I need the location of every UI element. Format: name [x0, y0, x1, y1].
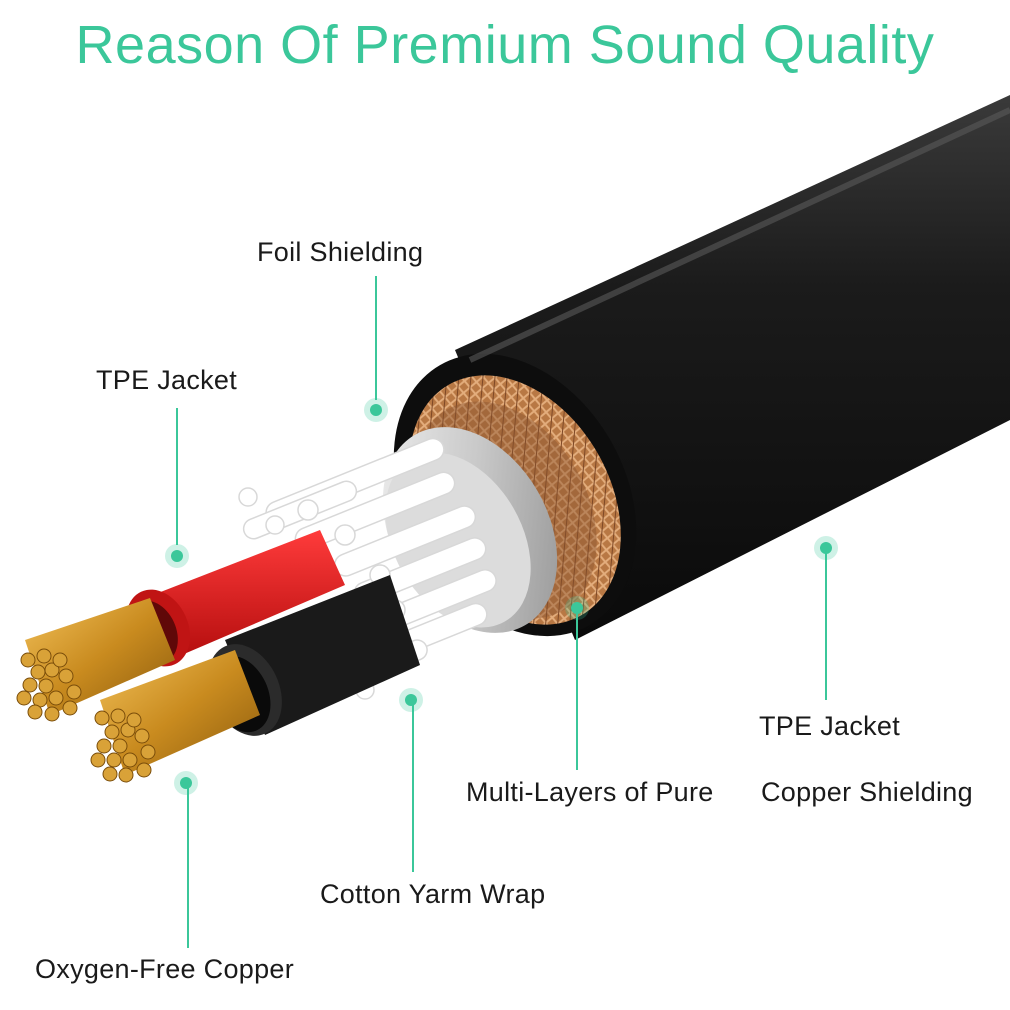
marker-multi-layers [565, 596, 589, 620]
label-tpe-jacket-inner: TPE Jacket [96, 365, 238, 395]
marker-cotton-yarn [399, 688, 423, 712]
callout-markers [165, 398, 838, 795]
label-copper-shielding: Copper Shielding [761, 777, 973, 807]
marker-oxygen-free-copper [174, 771, 198, 795]
label-tpe-jacket-outer: TPE Jacket [759, 711, 901, 741]
label-oxygen-free-copper: Oxygen-Free Copper [35, 954, 295, 984]
callout-leaders [176, 276, 827, 948]
marker-foil-shielding [364, 398, 388, 422]
marker-tpe-jacket-outer [814, 536, 838, 560]
label-cotton-yarn: Cotton Yarm Wrap [320, 879, 546, 909]
marker-tpe-jacket-inner [165, 544, 189, 568]
copper-conductor-red [16, 598, 175, 722]
diagram-title: Reason Of Premium Sound Quality [75, 15, 935, 75]
copper-conductor-black [90, 650, 260, 783]
label-multi-layers: Multi-Layers of Pure [466, 777, 714, 807]
label-foil-shielding: Foil Shielding [257, 237, 424, 267]
